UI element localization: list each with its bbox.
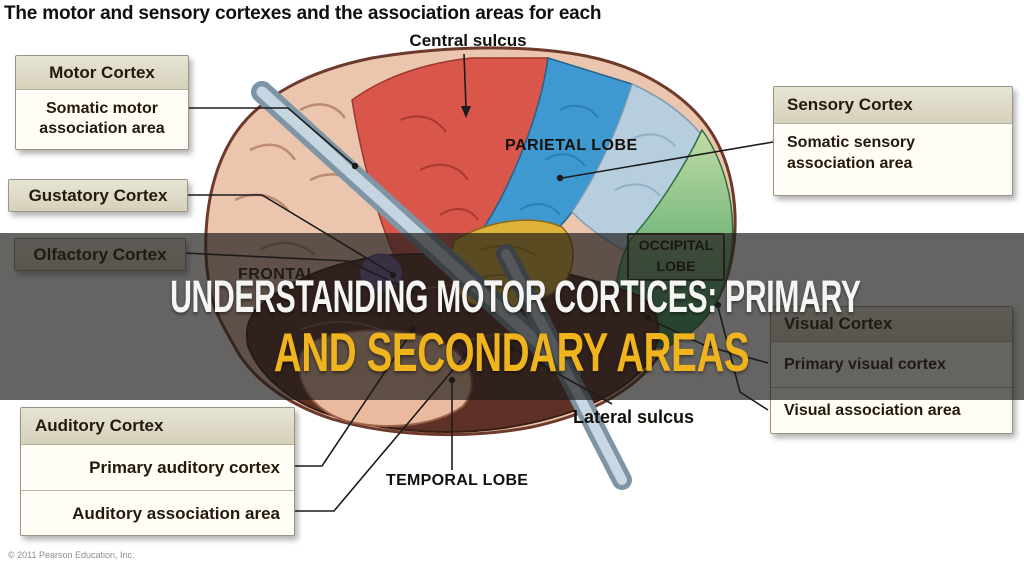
auditory-cortex-box-title: Auditory Cortex <box>21 408 294 445</box>
central-sulcus-arrowhead <box>461 106 471 118</box>
motor-gyri-lines <box>399 115 479 221</box>
page-title: The motor and sensory cortexes and the a… <box>4 3 602 24</box>
somatic-motor-association-label: Somatic motor association area <box>39 100 165 137</box>
motor-cortex-box-title: Motor Cortex <box>16 56 188 90</box>
auditory-cortex-box: Auditory Cortex Primary auditory cortex … <box>20 407 295 536</box>
leader-auditory-association <box>293 351 469 512</box>
sensory-cortex-box: Sensory Cortex Somatic sensory associati… <box>773 86 1013 196</box>
somatic-sensory-association-label: Somatic sensory association area <box>787 134 916 172</box>
banner-title-line2: AND SECONDARY AREAS <box>274 321 750 383</box>
parietal-lobe-label: PARIETAL LOBE <box>505 137 638 154</box>
central-sulcus-label: Central sulcus <box>409 31 527 50</box>
banner-overlay <box>0 233 1024 400</box>
primary-auditory-cortex-label: Primary auditory cortex <box>89 457 280 477</box>
visual-association-area-label: Visual association area <box>784 401 961 419</box>
gustatory-cortex-box-title: Gustatory Cortex <box>9 180 187 211</box>
gustatory-cortex-box: Gustatory Cortex <box>8 179 188 212</box>
auditory-box-divider <box>21 490 294 491</box>
banner-title-line1: UNDERSTANDING MOTOR CORTICES: PRIMARY <box>170 271 861 322</box>
lateral-sulcus-label: Lateral sulcus <box>573 407 695 427</box>
sensory-gyri-lines <box>519 104 599 216</box>
leader-sensory-association <box>561 141 774 179</box>
leader-motor-association <box>187 107 356 167</box>
copyright-notice: © 2011 Pearson Education, Inc. <box>8 550 135 560</box>
motor-cortex-box: Motor Cortex Somatic motor association a… <box>15 55 189 150</box>
sensory-cortex-box-title: Sensory Cortex <box>774 87 1012 124</box>
auditory-association-area-label: Auditory association area <box>72 503 280 523</box>
temporal-lobe-label: TEMPORAL LOBE <box>386 472 529 489</box>
leader-central-sulcus <box>463 53 467 109</box>
